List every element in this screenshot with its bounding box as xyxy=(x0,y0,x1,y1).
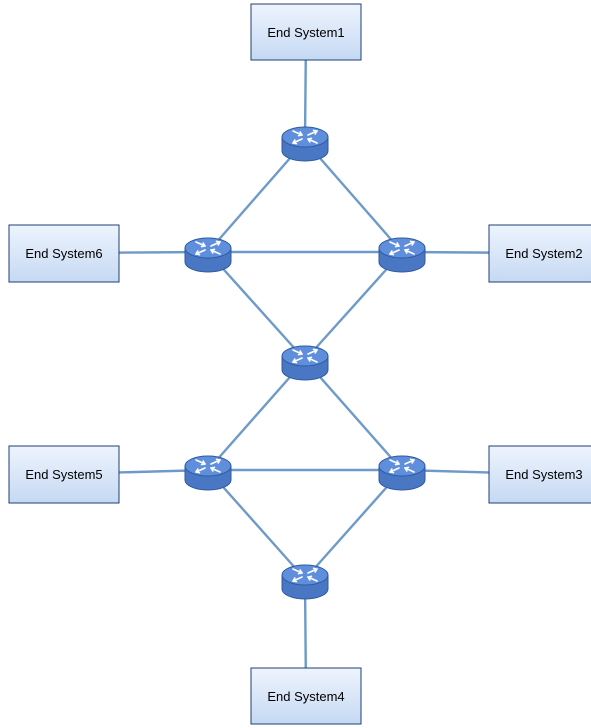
link-r-lower-right-r-bottom xyxy=(304,469,403,580)
end-system-6-box xyxy=(8,224,120,283)
r-lower-left-router-icon[interactable] xyxy=(184,455,232,491)
r-lower-right-router-icon[interactable] xyxy=(378,455,426,491)
end-system-5-label: End System5 xyxy=(25,467,102,482)
end-system-2[interactable]: End System2 xyxy=(488,224,591,283)
r-middle-router-icon[interactable] xyxy=(281,345,329,381)
end-system-4-box xyxy=(250,667,362,725)
link-r-top-r-upper-left xyxy=(207,140,306,253)
end-system-1-label: End System1 xyxy=(267,25,344,40)
end-system-3-box xyxy=(488,445,591,504)
link-r-middle-r-lower-left xyxy=(207,359,306,471)
link-r-top-r-upper-right xyxy=(304,140,403,253)
end-system-1-box xyxy=(250,3,362,61)
end-system-2-box xyxy=(488,224,591,283)
end-system-6[interactable]: End System6 xyxy=(8,224,120,283)
r-bottom-router-icon[interactable] xyxy=(281,564,329,600)
r-upper-left-router-icon[interactable] xyxy=(184,237,232,273)
end-system-5[interactable]: End System5 xyxy=(8,445,120,504)
end-systems-layer: End System1 End System2 End System3 End … xyxy=(8,3,591,725)
link-r-upper-left-r-middle xyxy=(207,251,306,361)
end-system-4-label: End System4 xyxy=(267,689,344,704)
link-r-upper-right-r-middle xyxy=(304,251,403,361)
end-system-4[interactable]: End System4 xyxy=(250,667,362,725)
r-upper-right-router-icon[interactable] xyxy=(378,237,426,273)
end-system-3[interactable]: End System3 xyxy=(488,445,591,504)
end-system-5-box xyxy=(8,445,120,504)
r-top-router-icon[interactable] xyxy=(281,126,329,162)
routers-layer xyxy=(184,126,426,600)
end-system-6-label: End System6 xyxy=(25,246,102,261)
link-r-middle-r-lower-right xyxy=(304,359,403,471)
end-system-1[interactable]: End System1 xyxy=(250,3,362,61)
link-r-lower-left-r-bottom xyxy=(207,469,306,580)
end-system-3-label: End System3 xyxy=(505,467,582,482)
end-system-2-label: End System2 xyxy=(505,246,582,261)
